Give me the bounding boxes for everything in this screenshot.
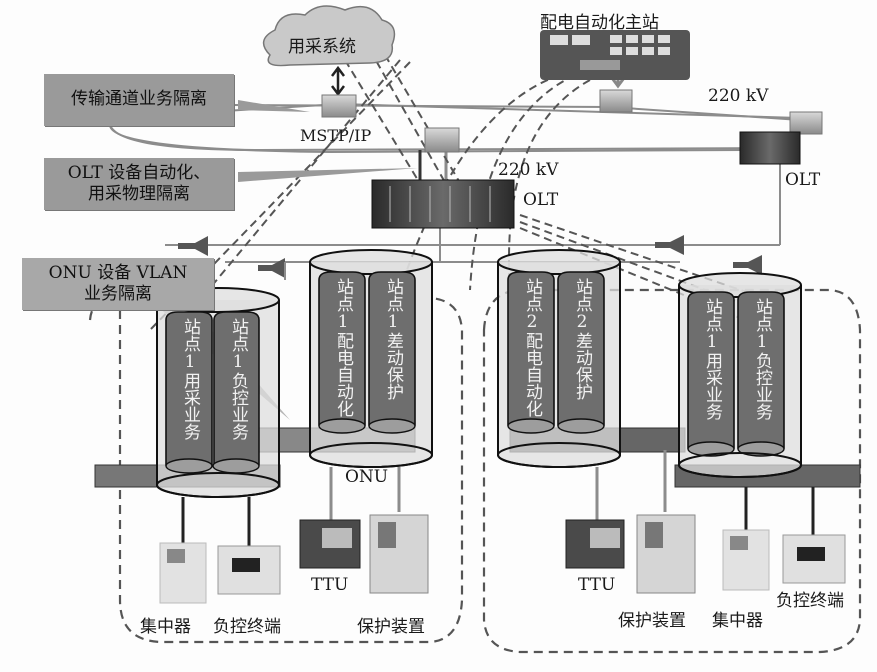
site1-boundary — [118, 296, 464, 644]
cylinder-label: 站点1配电自动化 — [333, 278, 353, 417]
cylinder-label: 站点1负控业务 — [228, 318, 248, 440]
load-control-label-left: 负控终端 — [213, 617, 281, 637]
ring-upper — [229, 104, 801, 121]
concentrator-label-right: 集中器 — [712, 611, 763, 631]
olt-center-device — [371, 179, 515, 229]
olt-isolation-callout: OLT 设备自动化、 用采物理隔离 — [44, 158, 234, 210]
olt-right-label: OLT — [785, 170, 821, 190]
optical-splitters — [178, 235, 762, 278]
ring-lower — [109, 124, 746, 154]
protection-label-left: 保护装置 — [357, 617, 425, 637]
onu-isolation-text-1: ONU 设备 VLAN — [48, 262, 188, 283]
voltage-top-label: 220 kV — [708, 86, 769, 106]
transport-isolation-text: 传输通道业务隔离 — [71, 89, 207, 110]
switch-devices — [321, 89, 823, 153]
cylinder-label: 站点1用采业务 — [180, 318, 200, 440]
onu-isolation-text-2: 业务隔离 — [84, 284, 152, 304]
terminal-devices — [159, 514, 846, 604]
inner-cylinders — [165, 271, 785, 473]
load-control-label-right: 负控终端 — [776, 591, 844, 611]
cylinder-label: 站点1负控业务 — [752, 298, 772, 420]
yongcai-system-label: 用采系统 — [288, 37, 356, 57]
arrow-yongcai-mstp — [331, 65, 345, 97]
onu-label: ONU — [345, 467, 389, 487]
concentrator-label-left: 集中器 — [140, 617, 191, 637]
mstp-ip-label: MSTP/IP — [300, 126, 372, 145]
olt-isolation-text-2: 用采物理隔离 — [88, 184, 190, 204]
protection-label-right: 保护装置 — [618, 611, 686, 631]
ttu-label-left: TTU — [311, 575, 349, 595]
voltage-center-label: 220 kV — [498, 160, 559, 180]
transport-isolation-callout: 传输通道业务隔离 — [44, 74, 234, 126]
cylinder-label: 站点2配电自动化 — [522, 278, 542, 417]
onu-isolation-callout: ONU 设备 VLAN 业务隔离 — [22, 258, 214, 310]
dist-auto-master-label: 配电自动化主站 — [540, 13, 659, 33]
cloud-shape — [262, 5, 396, 67]
olt-right-device — [739, 131, 801, 165]
cylinder-label: 站点2差动保护 — [572, 278, 592, 400]
olt-isolation-text-1: OLT 设备自动化、 — [67, 162, 211, 183]
ttu-label-right: TTU — [578, 575, 616, 595]
cylinder-label: 站点1用采业务 — [702, 298, 722, 420]
olt-center-label: OLT — [523, 190, 559, 210]
cylinder-label: 站点1差动保护 — [383, 278, 403, 400]
